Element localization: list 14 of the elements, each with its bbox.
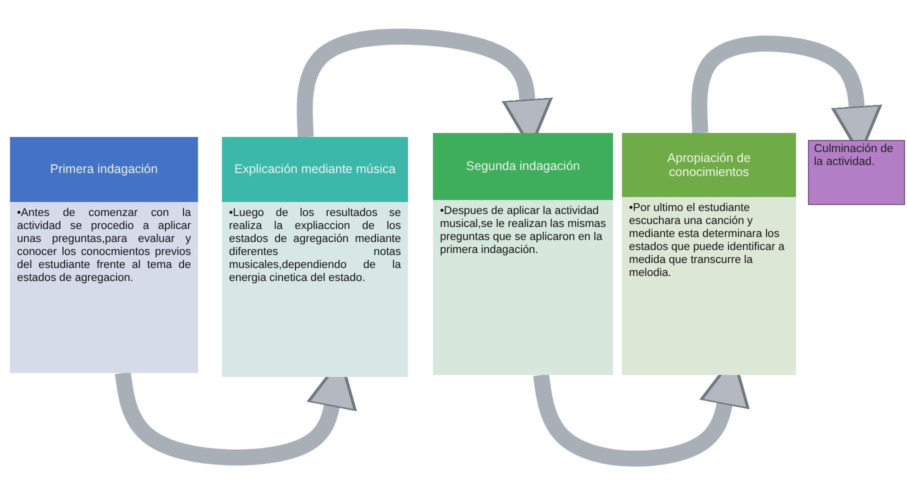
step-card bbox=[222, 137, 408, 377]
step-heading: Explicación mediante música bbox=[222, 137, 408, 202]
step-description: •Por ultimo el estudiante escuchara una canción y mediante esta determinara los estados que puede identificar a medida que transcurre la melodia. bbox=[628, 201, 786, 282]
step-heading: Primera indagación bbox=[10, 137, 198, 202]
end-box bbox=[808, 140, 905, 205]
step-description: •Antes de comenzar con la actividad se procedio a aplicar unas preguntas,para evaluar y conocer los conocmientos previos del estudiante frente al tema de estados de agregacion. bbox=[16, 206, 192, 286]
step-card bbox=[433, 133, 613, 375]
step-description: •Luego de los resultados se realiza la expliaccion de los estados de agregación mediante diferentes notas musicales,dependiendo de la energia cinetica del estado. bbox=[228, 206, 402, 286]
step-card bbox=[10, 137, 198, 373]
step-description: •Despues de aplicar la actividad musical,se le realizan las mismas preguntas que se aplicaron en la primera indagación. bbox=[439, 204, 607, 258]
end-label: Culminación de la actividad. bbox=[813, 142, 894, 170]
step-heading: Segunda indagación bbox=[433, 133, 613, 200]
step-card bbox=[622, 133, 796, 375]
step-heading: Apropiación de conocimientos bbox=[622, 133, 796, 197]
